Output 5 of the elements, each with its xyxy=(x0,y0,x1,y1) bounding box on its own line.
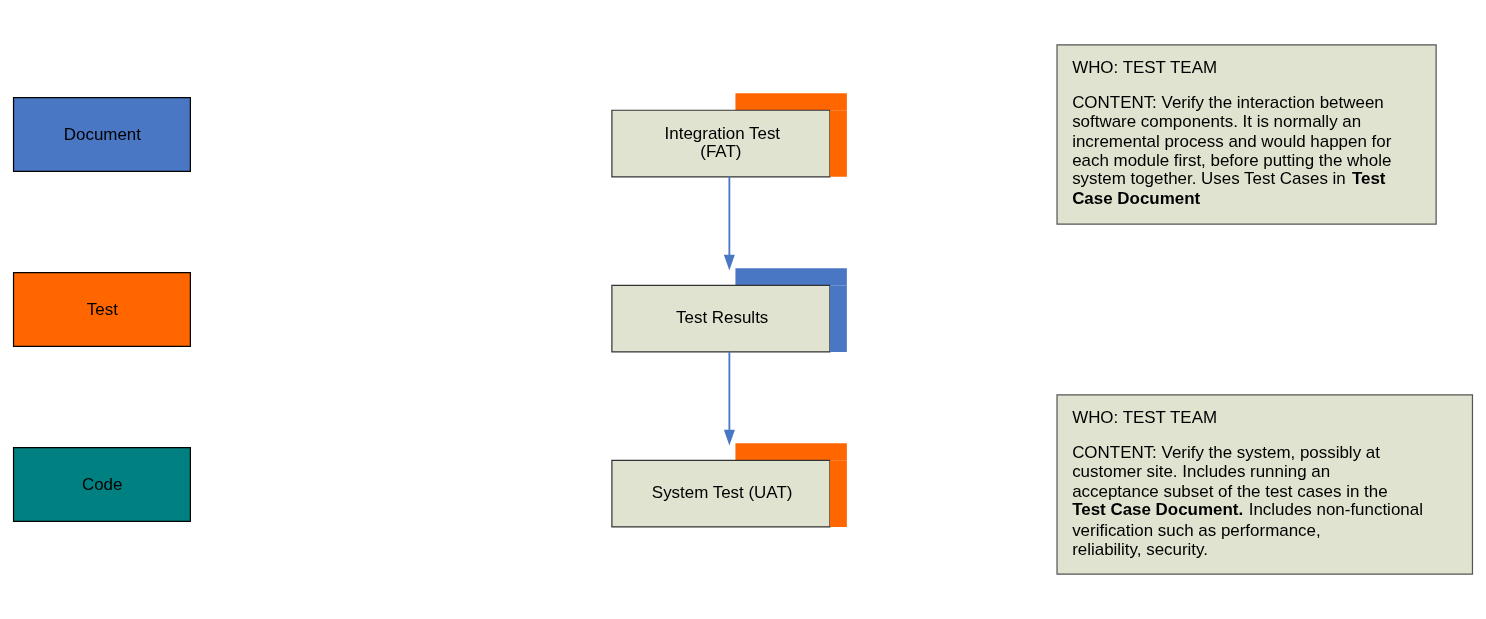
legend-label: Code xyxy=(81,474,123,494)
arrow xyxy=(723,350,735,446)
arrow xyxy=(723,175,735,271)
legend-label: Document xyxy=(63,124,141,144)
legend-label: Test xyxy=(86,299,118,319)
